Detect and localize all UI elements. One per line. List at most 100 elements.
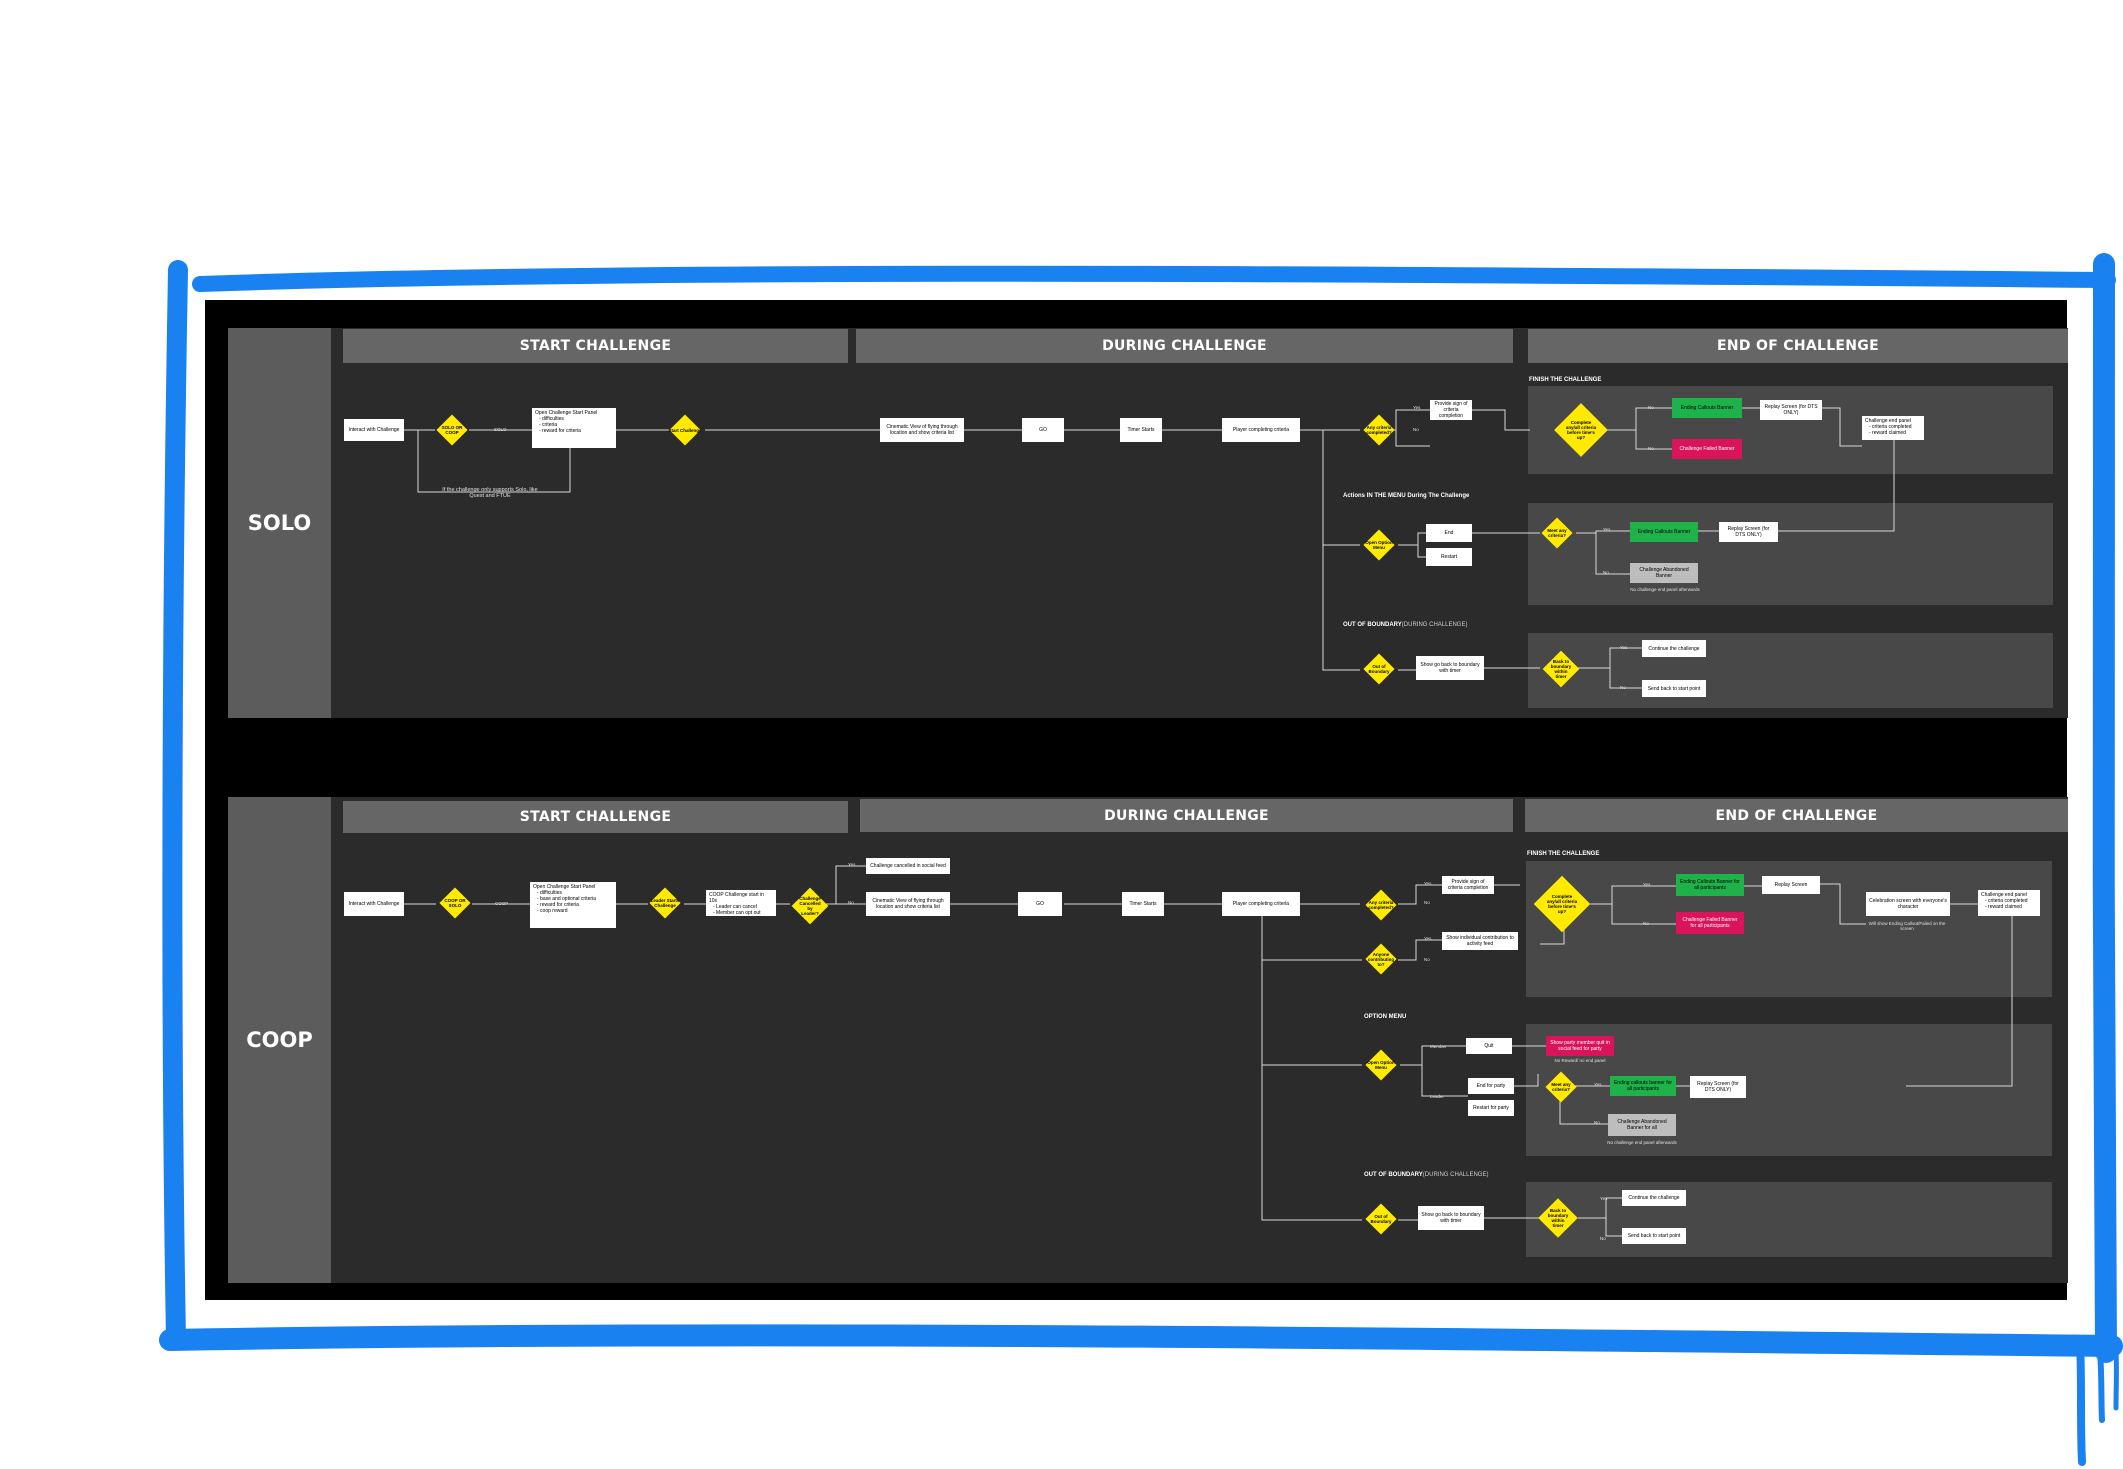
coop-anyone-contrib-text: Anyone contributing to?: [1367, 951, 1395, 967]
coop-celebration-box: Celebration screen with everyone's chara…: [1866, 892, 1950, 916]
coop-oob-panel: [1526, 1182, 2052, 1257]
coop-branch-label: COOP: [495, 901, 509, 906]
solo-line-panel-loop: [417, 430, 571, 493]
coop-no-label: No: [1643, 921, 1649, 926]
coop-will-show-note: Will show Ending Callout/Failed on the s…: [1868, 921, 1946, 931]
coop-back-boundary-decision: Back to boundary within timer: [1536, 1196, 1580, 1240]
coop-quit-box: Quit: [1466, 1038, 1512, 1054]
coop-or-solo-text: COOP OR SOLO: [444, 898, 466, 908]
coop-no-label: No: [848, 900, 854, 905]
solo-interact-box: Interact with Challenge: [344, 419, 404, 441]
coop-phase-end: END OF CHALLENGE: [1525, 799, 2068, 832]
solo-no-label: No: [1603, 570, 1609, 575]
solo-challenge-end-title: Challenge end panel: [1865, 418, 1911, 424]
coop-open-panel-box: Open Challenge Start Panel - difficultie…: [530, 882, 616, 928]
coop-leader-starts-decision: Leader Starts Challenge: [648, 886, 682, 920]
solo-phase-during: DURING CHALLENGE: [856, 329, 1513, 363]
solo-oob-title: OUT OF BOUNDARY(DURING CHALLENGE): [1343, 622, 1467, 628]
solo-oob-text: Out of Boundary: [1368, 664, 1390, 674]
coop-cancelled-text: Challenge Cancelled by Leader?: [799, 896, 821, 916]
solo-yes-label: Yes: [1620, 645, 1628, 650]
coop-replay2-box: Replay Screen (for DTS ONLY): [1690, 1076, 1746, 1098]
coop-ending-callouts2-box: Ending callouts banner for all participa…: [1610, 1076, 1676, 1096]
solo-no-label: No: [1648, 446, 1654, 451]
coop-show-go-back-box: Show go back to boundary with timer: [1418, 1206, 1484, 1230]
coop-menu-title: OPTION MENU: [1364, 1014, 1407, 1020]
solo-any-criteria-decision: Any criteria completed?: [1362, 413, 1396, 447]
solo-phase-start: START CHALLENGE: [343, 329, 848, 363]
coop-oob-decision: Out of Boundary: [1364, 1202, 1398, 1236]
coop-start-10s-item: - Leader can cancel: [713, 904, 757, 910]
coop-line-finish: [1590, 883, 2040, 1087]
coop-go-box: GO: [1018, 892, 1062, 916]
solo-open-panel-item: - reward for criteria: [539, 428, 581, 434]
solo-ending-callouts2-box: Ending Callouts Banner: [1630, 522, 1698, 542]
coop-oob-text: Out of Boundary: [1370, 1214, 1392, 1224]
solo-show-go-back-box: Show go back to boundary with timer: [1416, 656, 1484, 680]
coop-member-label: Member: [1430, 1044, 1447, 1049]
coop-meet-any-decision: Meet any criteria?: [1544, 1070, 1578, 1104]
solo-open-panel-item: - difficulties: [539, 416, 564, 422]
coop-cancelled-feed-box: Challenge cancelled in social feed: [866, 858, 950, 874]
coop-start-10s-title: COOP Challenge start in 10s: [709, 892, 764, 904]
coop-line-criteria: [1398, 884, 1565, 945]
solo-start-text: Start Challenge: [668, 427, 702, 433]
coop-challenge-end-item: - criteria completed: [1985, 898, 2028, 904]
coop-open-option-decision: Open Option Menu: [1364, 1048, 1398, 1082]
coop-leader-starts-text: Leader Starts Challenge: [650, 898, 680, 908]
frame-stroke: [192, 265, 2116, 292]
solo-phase-end: END OF CHALLENGE: [1528, 329, 2068, 363]
coop-yes-label: Yes: [1600, 1196, 1608, 1201]
solo-oob-title-text: OUT OF BOUNDARY: [1343, 622, 1402, 628]
solo-only-note: If the challenge only supports Solo, lik…: [442, 487, 538, 499]
solo-or-coop-text: SOLO OR COOP: [441, 425, 463, 435]
coop-finish-title: FINISH THE CHALLENGE: [1527, 851, 1600, 857]
solo-yes-label: Yes: [1603, 527, 1611, 532]
coop-yes-label: Yes: [848, 862, 856, 867]
coop-challenge-end-title: Challenge end panel: [1981, 892, 2027, 898]
solo-yes-label: Yes: [1413, 405, 1421, 410]
solo-no-label: No: [1413, 427, 1419, 432]
solo-back-boundary-decision: Back to boundary within timer: [1540, 648, 1582, 690]
solo-go-box: GO: [1022, 418, 1064, 442]
solo-challenge-end-box: Challenge end panel - criteria completed…: [1862, 416, 1924, 440]
coop-line-branches: [1261, 904, 1362, 1221]
solo-end-box: End: [1426, 524, 1472, 542]
solo-replay2-box: Replay Screen (for DTS ONLY): [1719, 522, 1778, 542]
coop-challenge-end-item: - reward claimed: [1985, 904, 2022, 910]
solo-abandoned-box: Challenge Abandoned Banner: [1630, 563, 1698, 583]
solo-menu-panel: [1528, 503, 2053, 605]
coop-no-end-note: No challenge end panel afterwards: [1607, 1140, 1677, 1145]
solo-open-panel-title: Open Challenge Start Panel: [535, 410, 598, 416]
solo-line-oob: [1398, 647, 1642, 689]
coop-open-panel-item: - base and optional criteria: [537, 896, 596, 902]
solo-menu-title: Actions IN THE MENU During The Challenge: [1343, 493, 1470, 499]
coop-timer-box: Timer Starts: [1122, 892, 1164, 916]
coop-yes-label: Yes: [1643, 882, 1651, 887]
coop-yes-label: Yes: [1424, 881, 1432, 886]
coop-open-option-text: Open Option Menu: [1367, 1060, 1395, 1070]
coop-or-solo-decision: COOP OR SOLO: [438, 886, 472, 920]
coop-yes-label: Yes: [1594, 1082, 1602, 1087]
solo-send-back-box: Send back to start point: [1642, 680, 1706, 697]
solo-open-panel-box: Open Challenge Start Panel - difficultie…: [532, 408, 616, 448]
coop-anyone-contrib-decision: Anyone contributing to?: [1364, 942, 1398, 976]
solo-line-menu: [1398, 432, 1895, 575]
coop-line-anyone: [1398, 939, 1442, 961]
solo-open-option-text: Open Option Menu: [1365, 540, 1393, 550]
coop-start-10s-box: COOP Challenge start in 10s - Leader can…: [706, 890, 776, 916]
solo-lane-label: SOLO: [228, 328, 331, 718]
solo-complete-decision: Complete any/all criteria before time's …: [1552, 401, 1610, 459]
solo-continue-box: Continue the challenge: [1642, 640, 1706, 657]
solo-oob-title-sub: (DURING CHALLENGE): [1401, 622, 1468, 628]
solo-meet-any-text: Meet any criteria?: [1547, 528, 1567, 538]
coop-no-reward-note: No Reward/ no end panel: [1554, 1058, 1606, 1063]
solo-branch-label: SOLO: [494, 427, 507, 432]
coop-show-party-quit-box: Show party member quit in social feed fo…: [1546, 1036, 1614, 1056]
coop-open-panel-item: - coop reward: [537, 908, 568, 914]
solo-cinematic-box: Cinematic View of flying through locatio…: [880, 418, 964, 442]
solo-or-coop-decision: SOLO OR COOP: [435, 413, 469, 447]
solo-open-option-decision: Open Option Menu: [1362, 528, 1396, 562]
solo-ending-callouts-box: Ending Callouts Banner: [1672, 398, 1742, 418]
